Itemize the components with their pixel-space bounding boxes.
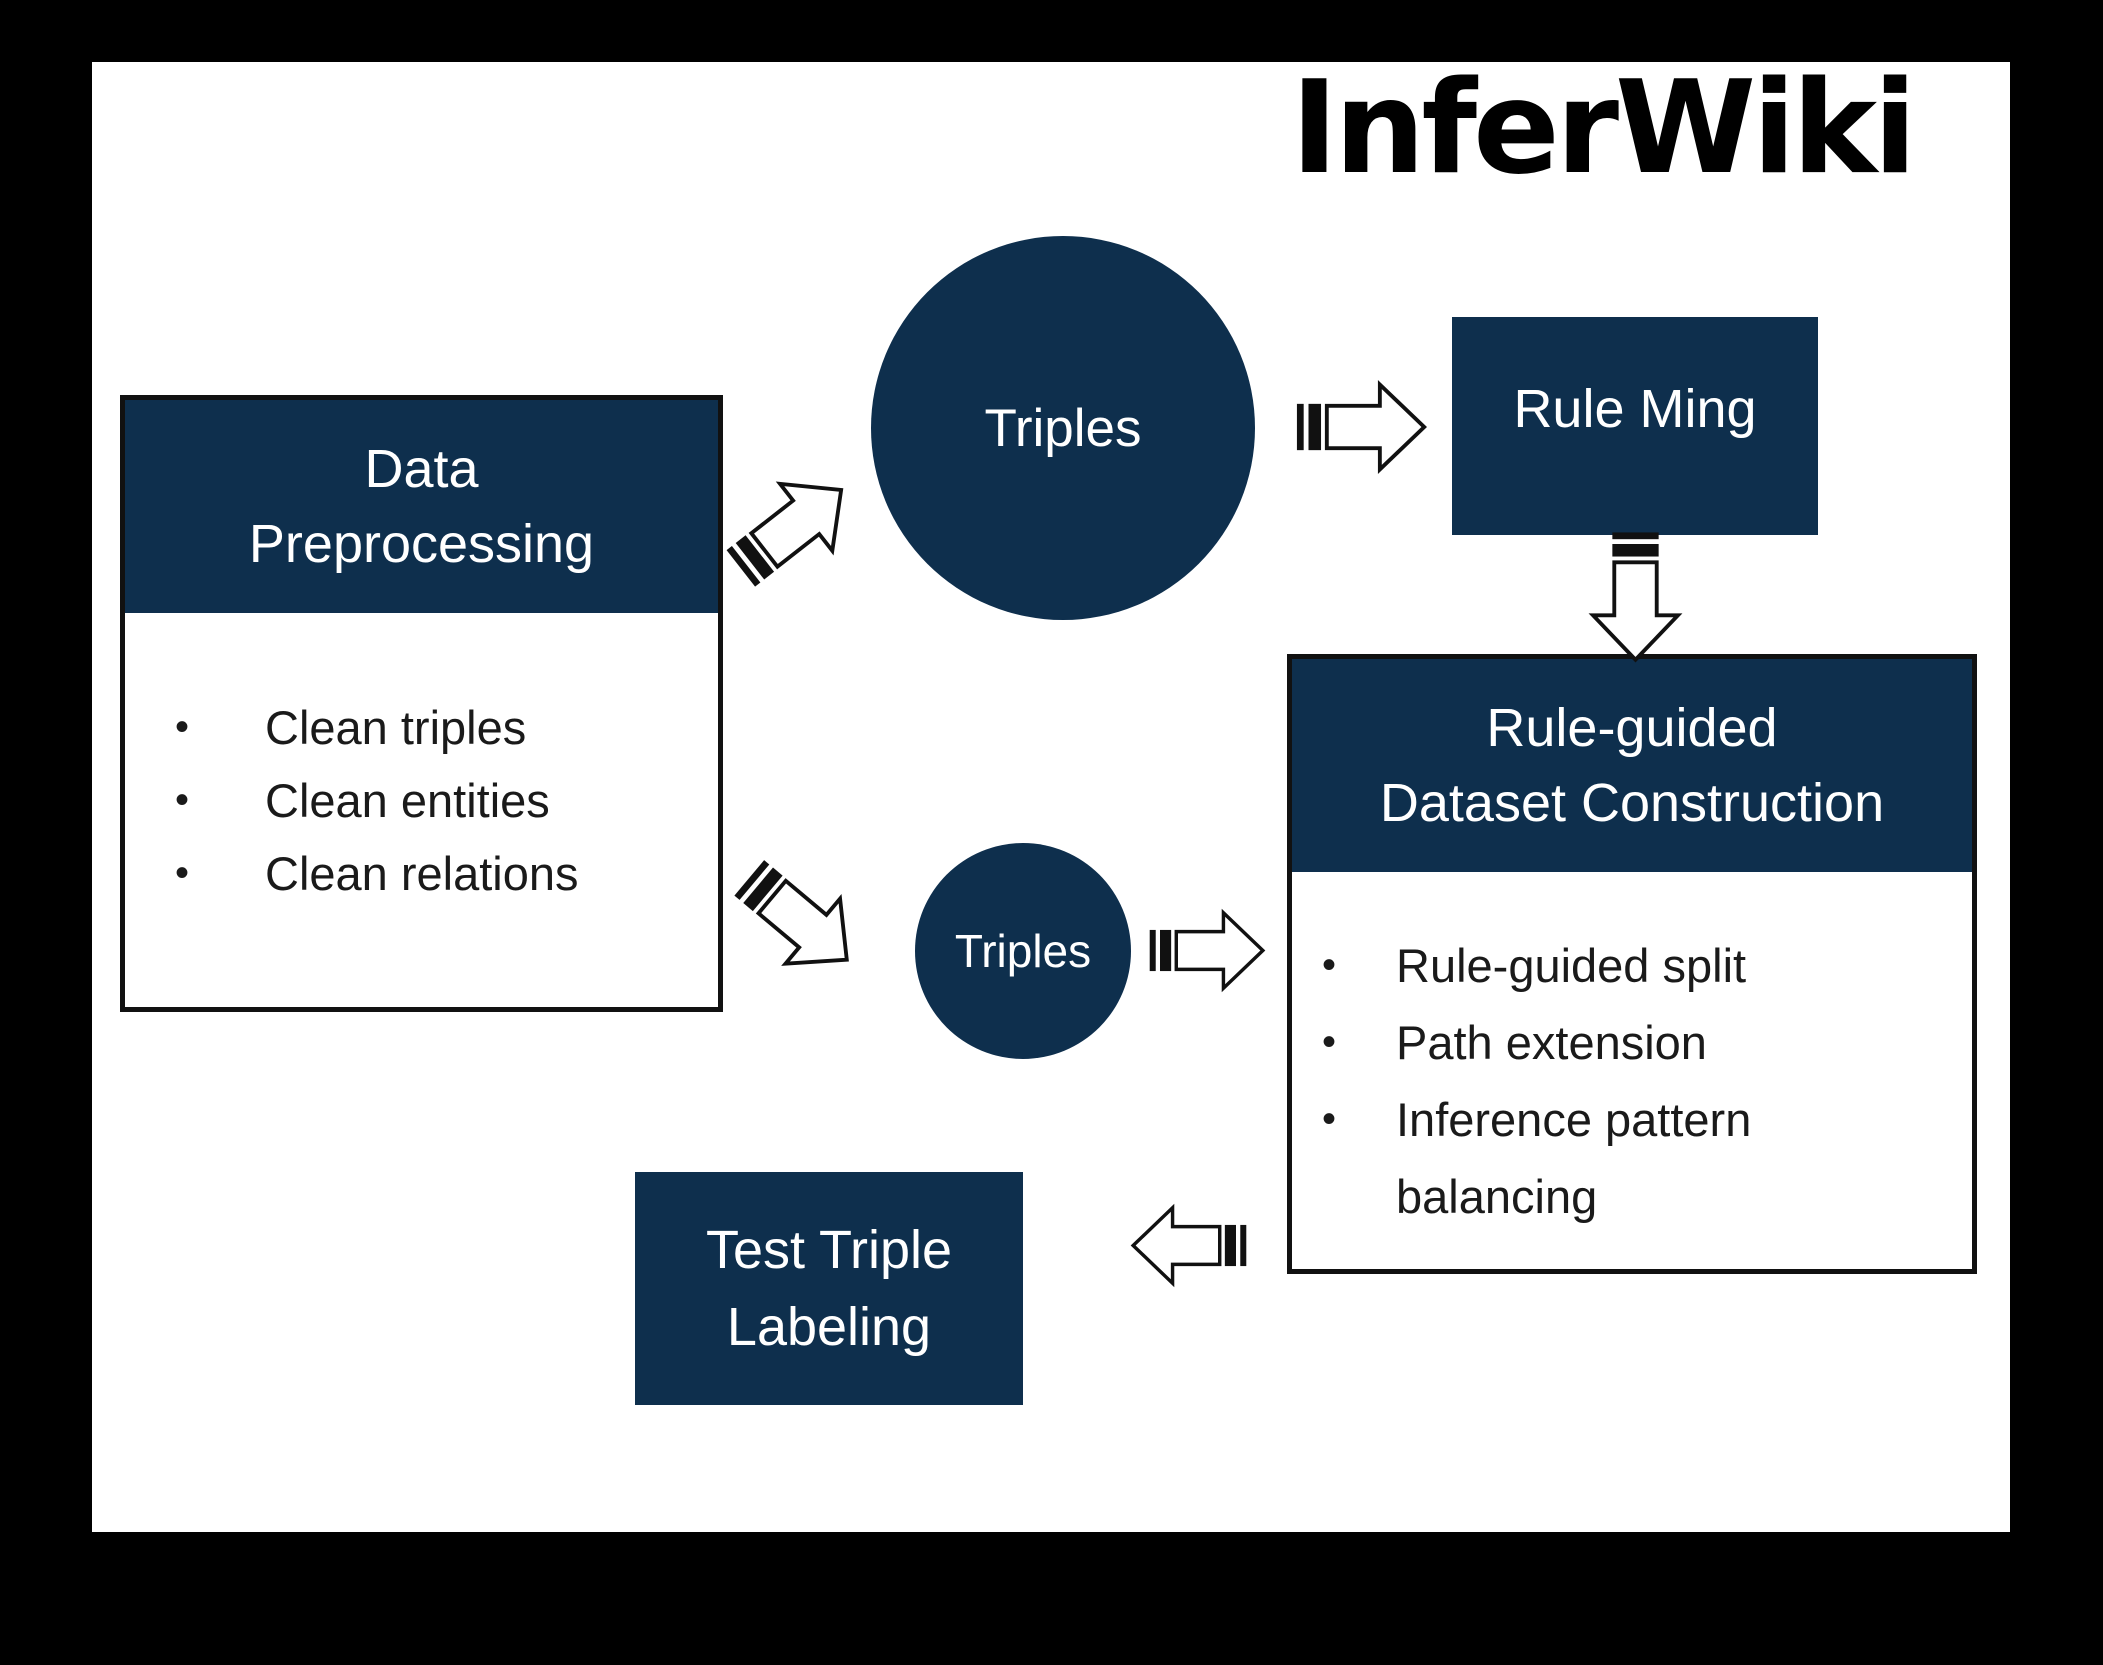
bullet-icon: • bbox=[1322, 1020, 1337, 1064]
slide-canvas: InferWiki Data Preprocessing • Clean tri… bbox=[92, 54, 2010, 1532]
data-preprocessing-header: Data Preprocessing bbox=[125, 400, 718, 613]
list-item: • Clean relations bbox=[175, 837, 708, 910]
page-title: InferWiki bbox=[1290, 54, 1917, 203]
striped-arrow-right-icon bbox=[1149, 908, 1266, 993]
test-triple-labeling-box: Test Triple Labeling bbox=[635, 1172, 1023, 1405]
triples-circle-bottom: Triples bbox=[915, 843, 1131, 1059]
data-preprocessing-title-line2: Preprocessing bbox=[248, 513, 595, 574]
data-preprocessing-title-line1: Data bbox=[364, 438, 479, 499]
rgdc-list: • Rule-guided split • Path extension • I… bbox=[1292, 872, 1972, 1235]
rule-ming-label: Rule Ming bbox=[1513, 378, 1757, 439]
rgdc-title-line2: Dataset Construction bbox=[1379, 772, 1885, 833]
rule-guided-dataset-construction-box: Rule-guided Dataset Construction • Rule-… bbox=[1287, 654, 1977, 1274]
list-item: • Rule-guided split bbox=[1322, 927, 1962, 1004]
bullet-icon: • bbox=[175, 851, 190, 895]
list-item: • Clean triples bbox=[175, 691, 708, 764]
list-item-label: Inference pattern balancing bbox=[1396, 1093, 1752, 1223]
list-item-label: Clean relations bbox=[265, 847, 579, 900]
triples-circle-top: Triples bbox=[871, 236, 1255, 620]
bullet-icon: • bbox=[1322, 1097, 1337, 1141]
list-item-label: Clean entities bbox=[265, 774, 550, 827]
list-item: • Path extension bbox=[1322, 1004, 1962, 1081]
list-item: • Clean entities bbox=[175, 764, 708, 837]
bullet-icon: • bbox=[1322, 943, 1337, 987]
ttl-label-line2: Labeling bbox=[726, 1296, 932, 1357]
striped-arrow-left-icon bbox=[1130, 1203, 1247, 1288]
rgdc-title-line1: Rule-guided bbox=[1486, 697, 1778, 758]
bullet-icon: • bbox=[175, 778, 190, 822]
rule-ming-box: Rule Ming bbox=[1452, 317, 1818, 535]
rgdc-header: Rule-guided Dataset Construction bbox=[1292, 659, 1972, 872]
list-item-label: Rule-guided split bbox=[1396, 939, 1747, 992]
striped-arrow-up-right-icon bbox=[726, 481, 844, 587]
ttl-label-line1: Test Triple bbox=[705, 1219, 953, 1280]
list-item: • Inference pattern balancing bbox=[1322, 1081, 1962, 1235]
striped-arrow-down-right-icon bbox=[734, 860, 849, 966]
list-item-label: Clean triples bbox=[265, 701, 527, 754]
striped-arrow-down-icon bbox=[1588, 532, 1683, 663]
triples-circle-top-label: Triples bbox=[984, 398, 1142, 458]
bullet-icon: • bbox=[175, 705, 190, 749]
data-preprocessing-list: • Clean triples • Clean entities • Clean… bbox=[125, 613, 718, 910]
list-item-label: Path extension bbox=[1396, 1016, 1707, 1069]
triples-circle-bottom-label: Triples bbox=[954, 925, 1092, 977]
striped-arrow-right-icon bbox=[1296, 380, 1428, 474]
data-preprocessing-box: Data Preprocessing • Clean triples • Cle… bbox=[120, 395, 723, 1012]
